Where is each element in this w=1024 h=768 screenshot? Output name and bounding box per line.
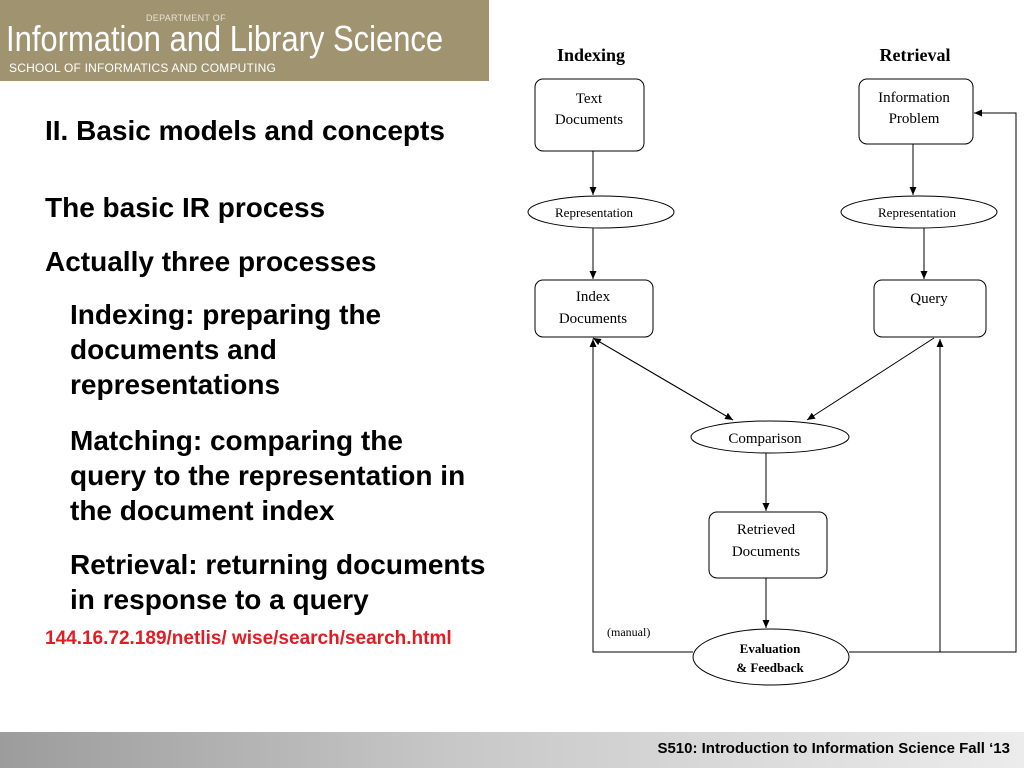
subbullet-line: representations bbox=[70, 369, 281, 400]
svg-text:Representation: Representation bbox=[878, 205, 956, 220]
footer-bar: S510: Introduction to Information Scienc… bbox=[0, 732, 1024, 768]
subbullet-line: the document index bbox=[70, 495, 335, 526]
comparison-ellipse: Comparison bbox=[690, 420, 850, 454]
bullet-main: Actually three processes bbox=[45, 246, 377, 277]
subbullet-matching: Matching: comparing the query to the rep… bbox=[70, 423, 465, 528]
svg-text:& Feedback: & Feedback bbox=[736, 660, 804, 675]
department-of-label: DEPARTMENT OF bbox=[146, 13, 226, 23]
retrieved-documents-box: Retrieved Documents bbox=[708, 511, 828, 579]
svg-text:Retrieved: Retrieved bbox=[737, 522, 796, 538]
indexing-column-title: Indexing bbox=[557, 45, 625, 65]
subbullet-line: documents and bbox=[70, 334, 277, 365]
slide-heading: II. Basic models and concepts bbox=[45, 115, 445, 146]
subbullet-line: Matching: comparing the bbox=[70, 425, 403, 456]
information-problem-box: Information Problem bbox=[858, 78, 974, 145]
subbullet-line: Indexing: preparing the bbox=[70, 299, 382, 330]
department-header-banner: DEPARTMENT OF Information and Library Sc… bbox=[0, 0, 489, 81]
evaluation-feedback-ellipse: Evaluation & Feedback bbox=[692, 628, 850, 686]
svg-text:Documents: Documents bbox=[555, 112, 623, 128]
index-documents-box: Index Documents bbox=[534, 279, 654, 338]
svg-text:Index: Index bbox=[576, 289, 611, 305]
flow-arrows bbox=[589, 109, 1017, 653]
svg-text:Information: Information bbox=[878, 90, 950, 106]
slide-text-area: II. Basic models and concepts The basic … bbox=[0, 0, 527, 700]
retrieval-column-title: Retrieval bbox=[880, 45, 951, 65]
subbullet-retrieval: Retrieval: returning documents in respon… bbox=[70, 547, 485, 617]
subbullet-line: in response to a query bbox=[70, 584, 369, 615]
subbullet-indexing: Indexing: preparing the documents and re… bbox=[70, 297, 381, 402]
ir-process-diagram: Indexing Retrieval Text Documents Inform… bbox=[527, 45, 1017, 686]
representation-left-ellipse: Representation bbox=[527, 195, 675, 229]
svg-text:Comparison: Comparison bbox=[728, 431, 802, 447]
slide-subheading: The basic IR process bbox=[45, 192, 326, 223]
text-documents-box: Text Documents bbox=[534, 78, 645, 152]
search-url-link[interactable]: 144.16.72.189/netlis/ wise/search/search… bbox=[45, 628, 452, 649]
subbullet-line: Retrieval: returning documents bbox=[70, 549, 486, 580]
department-title: Information and Library Science bbox=[6, 18, 444, 59]
school-name: SCHOOL OF INFORMATICS AND COMPUTING bbox=[9, 61, 277, 75]
svg-text:Representation: Representation bbox=[555, 205, 633, 220]
manual-label: (manual) bbox=[607, 625, 650, 639]
svg-text:Text: Text bbox=[576, 91, 603, 107]
query-box: Query bbox=[873, 279, 987, 338]
subbullet-line: query to the representation in bbox=[70, 460, 466, 491]
svg-text:Documents: Documents bbox=[559, 311, 627, 327]
course-footer-label: S510: Introduction to Information Scienc… bbox=[657, 740, 1010, 757]
svg-text:Query: Query bbox=[910, 291, 948, 307]
svg-text:Evaluation: Evaluation bbox=[740, 641, 801, 656]
svg-text:Problem: Problem bbox=[889, 111, 940, 127]
representation-right-ellipse: Representation bbox=[840, 195, 998, 229]
svg-text:Documents: Documents bbox=[732, 544, 800, 560]
